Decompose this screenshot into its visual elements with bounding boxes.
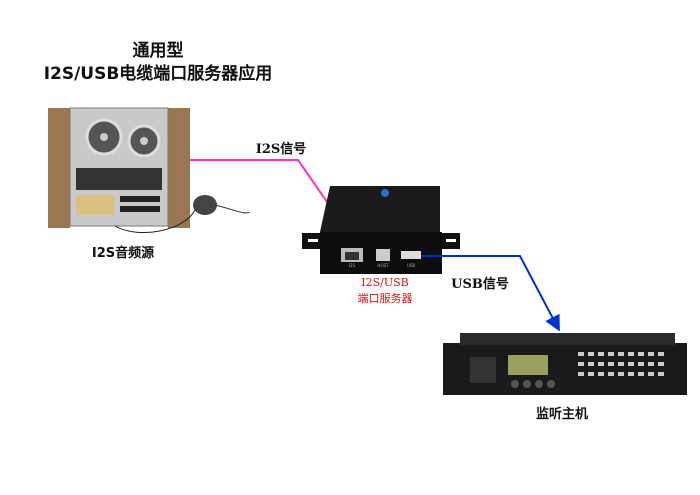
usb-signal-label: USB信号 — [451, 277, 509, 292]
port-label-usb: USB — [406, 263, 416, 268]
i2s-signal-label: I2S信号 — [255, 142, 307, 157]
server-label-line2: 端口服务器 — [357, 292, 413, 305]
usb-signal-line — [421, 255, 560, 332]
port-server-image — [302, 186, 460, 274]
monitor-label: 监听主机 — [535, 407, 589, 422]
title-line2: I2S/USB电缆端口服务器应用 — [43, 64, 273, 84]
port-label-host: HOST — [377, 263, 389, 268]
server-label-line1: I2S/USB — [361, 276, 409, 289]
source-label: I2S音频源 — [91, 246, 155, 261]
title-line1: 通用型 — [132, 41, 184, 61]
port-label-i2s: I2S — [348, 263, 356, 268]
monitor-host-image — [443, 333, 687, 395]
tape-deck-image — [48, 107, 251, 233]
